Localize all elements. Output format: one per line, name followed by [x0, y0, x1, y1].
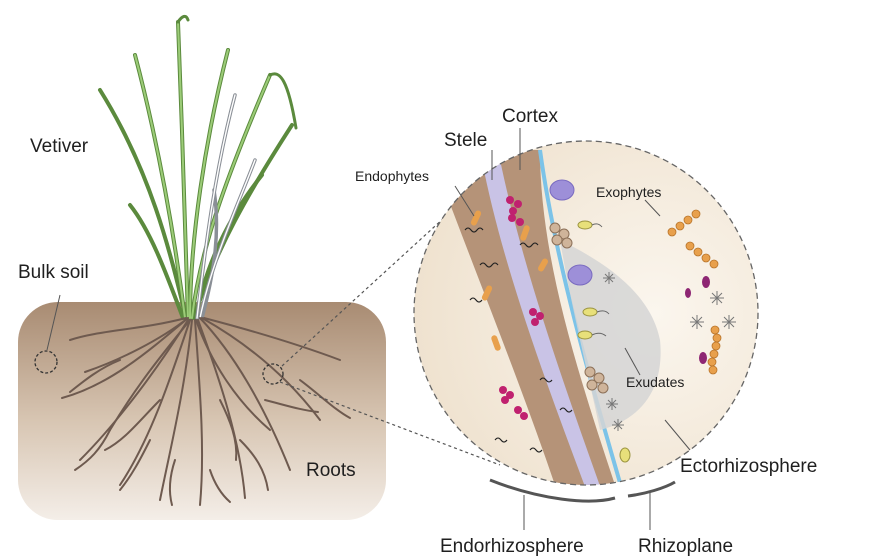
label-endophytes: Endophytes	[355, 168, 429, 184]
label-bulk-soil: Bulk soil	[18, 262, 89, 283]
label-endorhizosphere: Endorhizosphere	[440, 536, 584, 557]
zoom-circle	[414, 141, 758, 500]
label-stele: Stele	[444, 130, 487, 151]
label-vetiver: Vetiver	[30, 136, 89, 157]
label-exudates: Exudates	[626, 374, 684, 390]
label-exophytes: Exophytes	[596, 184, 661, 200]
rhizoplane-bracket	[628, 482, 675, 496]
label-ectorhizosphere: Ectorhizosphere	[680, 456, 817, 477]
label-rhizoplane: Rhizoplane	[638, 536, 733, 557]
label-cortex: Cortex	[502, 106, 558, 127]
label-roots: Roots	[306, 460, 356, 481]
vetiver-leaves	[100, 16, 296, 318]
